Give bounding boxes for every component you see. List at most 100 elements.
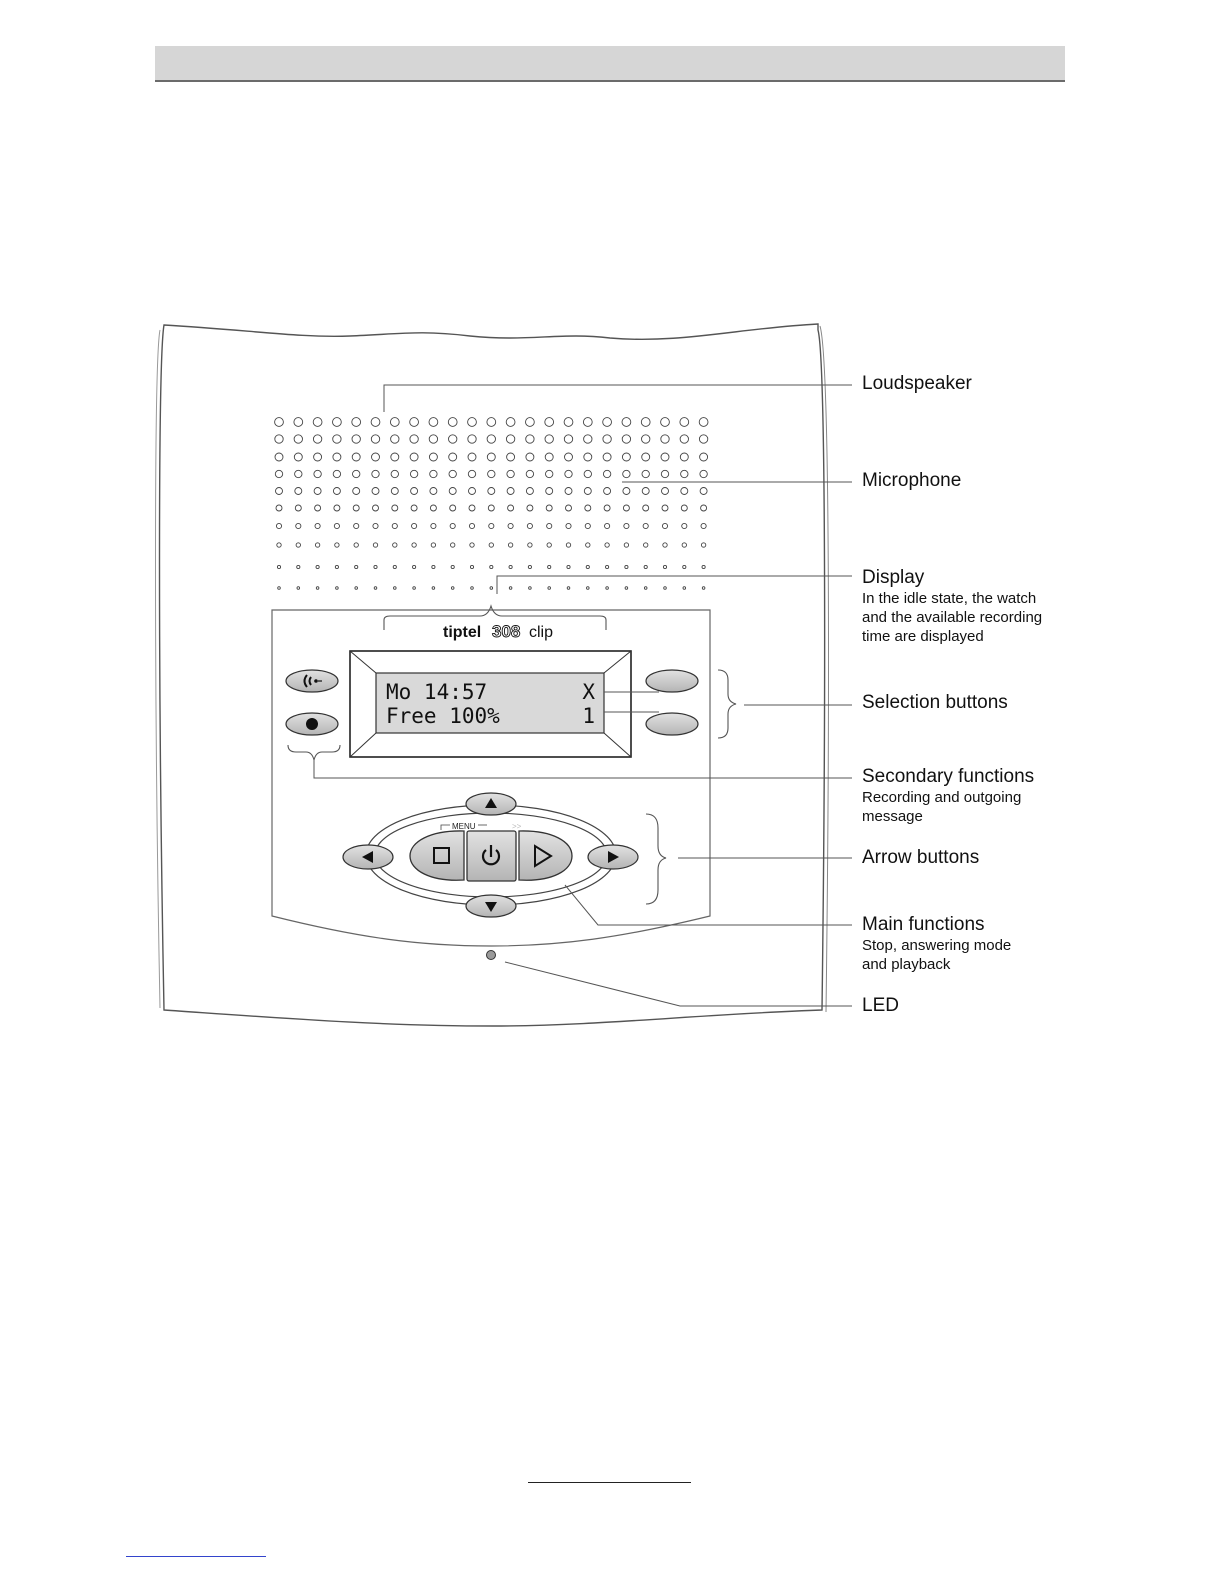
grille-hole: [625, 587, 628, 590]
callout-led: LED: [862, 995, 899, 1017]
lcd-line1-left: Mo 14:57: [386, 680, 487, 704]
grille-hole: [354, 543, 358, 547]
grille-hole: [643, 523, 648, 528]
grille-hole: [605, 523, 610, 528]
grille-hole: [565, 453, 573, 461]
grille-hole: [353, 488, 360, 495]
grille-hole: [394, 587, 397, 590]
grille-hole: [373, 505, 379, 511]
grille-hole: [316, 587, 319, 590]
grille-hole: [451, 565, 454, 568]
grille-hole: [489, 523, 494, 528]
callout-main-line2: and playback: [862, 955, 1011, 974]
grille-hole: [392, 523, 397, 528]
callout-main-line1: Stop, answering mode: [862, 936, 1011, 955]
grille-hole: [449, 453, 457, 461]
grille-hole: [644, 565, 647, 568]
grille-hole: [294, 435, 302, 443]
grille-hole: [490, 565, 493, 568]
grille-hole: [507, 488, 514, 495]
grille-hole: [353, 470, 360, 477]
grille-hole: [294, 453, 302, 461]
grille-hole: [661, 453, 669, 461]
arrow-left-button[interactable]: [343, 845, 393, 869]
outgoing-message-button[interactable]: [286, 670, 338, 692]
grille-hole: [526, 435, 534, 443]
grille-hole: [702, 565, 705, 568]
arrow-right-button[interactable]: [588, 845, 638, 869]
selection-button-top[interactable]: [646, 670, 698, 692]
grille-hole: [664, 587, 667, 590]
grille-hole: [546, 488, 553, 495]
grille-hole: [468, 418, 477, 427]
grille-hole: [623, 488, 630, 495]
grille-hole: [432, 565, 435, 568]
record-button[interactable]: [286, 713, 338, 735]
grille-hole: [623, 470, 630, 477]
grille-hole: [606, 565, 609, 568]
grille-hole: [548, 587, 551, 590]
grille-hole: [529, 587, 532, 590]
grille-hole: [661, 418, 670, 427]
grille-hole: [335, 543, 339, 547]
grille-hole: [374, 565, 377, 568]
grille-hole: [429, 435, 437, 443]
grille-hole: [585, 505, 591, 511]
grille-hole: [584, 453, 592, 461]
callout-display-line3: time are displayed: [862, 627, 1042, 646]
grille-hole: [470, 543, 474, 547]
grille-hole: [545, 418, 554, 427]
power-button[interactable]: [467, 831, 516, 881]
grille-hole: [411, 505, 417, 511]
callout-display: Display In the idle state, the watch and…: [862, 567, 1042, 646]
grille-hole: [643, 505, 649, 511]
grille-hole: [509, 565, 512, 568]
grille-hole: [390, 418, 399, 427]
grille-hole: [622, 453, 630, 461]
callout-display-title: Display: [862, 567, 1042, 589]
menu-label: MENU: [452, 822, 476, 831]
grille-hole: [373, 543, 377, 547]
grille-hole: [333, 470, 340, 477]
grille-hole: [488, 488, 495, 495]
grille-hole: [507, 453, 515, 461]
grille-hole: [644, 543, 648, 547]
grille-hole: [681, 470, 688, 477]
callout-arrows: Arrow buttons: [862, 847, 979, 869]
grille-hole: [468, 453, 476, 461]
selection-button-bottom[interactable]: [646, 713, 698, 735]
grille-hole: [603, 435, 611, 443]
lcd-display: Mo 14:57 X Free 100% 1: [350, 651, 631, 757]
grille-hole: [275, 435, 283, 443]
grille-hole: [489, 543, 493, 547]
grille-hole: [469, 523, 474, 528]
grille-hole: [429, 418, 438, 427]
arrow-down-button[interactable]: [466, 895, 516, 917]
grille-hole: [314, 470, 321, 477]
grille-hole: [680, 435, 688, 443]
grille-hole: [642, 470, 649, 477]
lcd-line1-right: X: [582, 680, 595, 704]
grille-hole: [391, 435, 399, 443]
grille-hole: [333, 435, 341, 443]
grille-hole: [410, 453, 418, 461]
grille-hole: [352, 453, 360, 461]
grille-hole: [451, 543, 455, 547]
grille-hole: [487, 435, 495, 443]
grille-hole: [413, 587, 416, 590]
arrow-up-button[interactable]: [466, 793, 516, 815]
grille-hole: [450, 523, 455, 528]
grille-hole: [680, 418, 689, 427]
grille-hole: [603, 418, 612, 427]
grille-hole: [642, 453, 650, 461]
grille-hole: [432, 587, 435, 590]
grille-hole: [352, 418, 361, 427]
grille-hole: [431, 523, 436, 528]
grille-hole: [471, 587, 474, 590]
grille-hole: [334, 523, 339, 528]
grille-hole: [488, 470, 495, 477]
grille-hole: [469, 488, 476, 495]
grille-hole: [413, 565, 416, 568]
grille-hole: [275, 418, 284, 427]
grille-hole: [642, 488, 649, 495]
